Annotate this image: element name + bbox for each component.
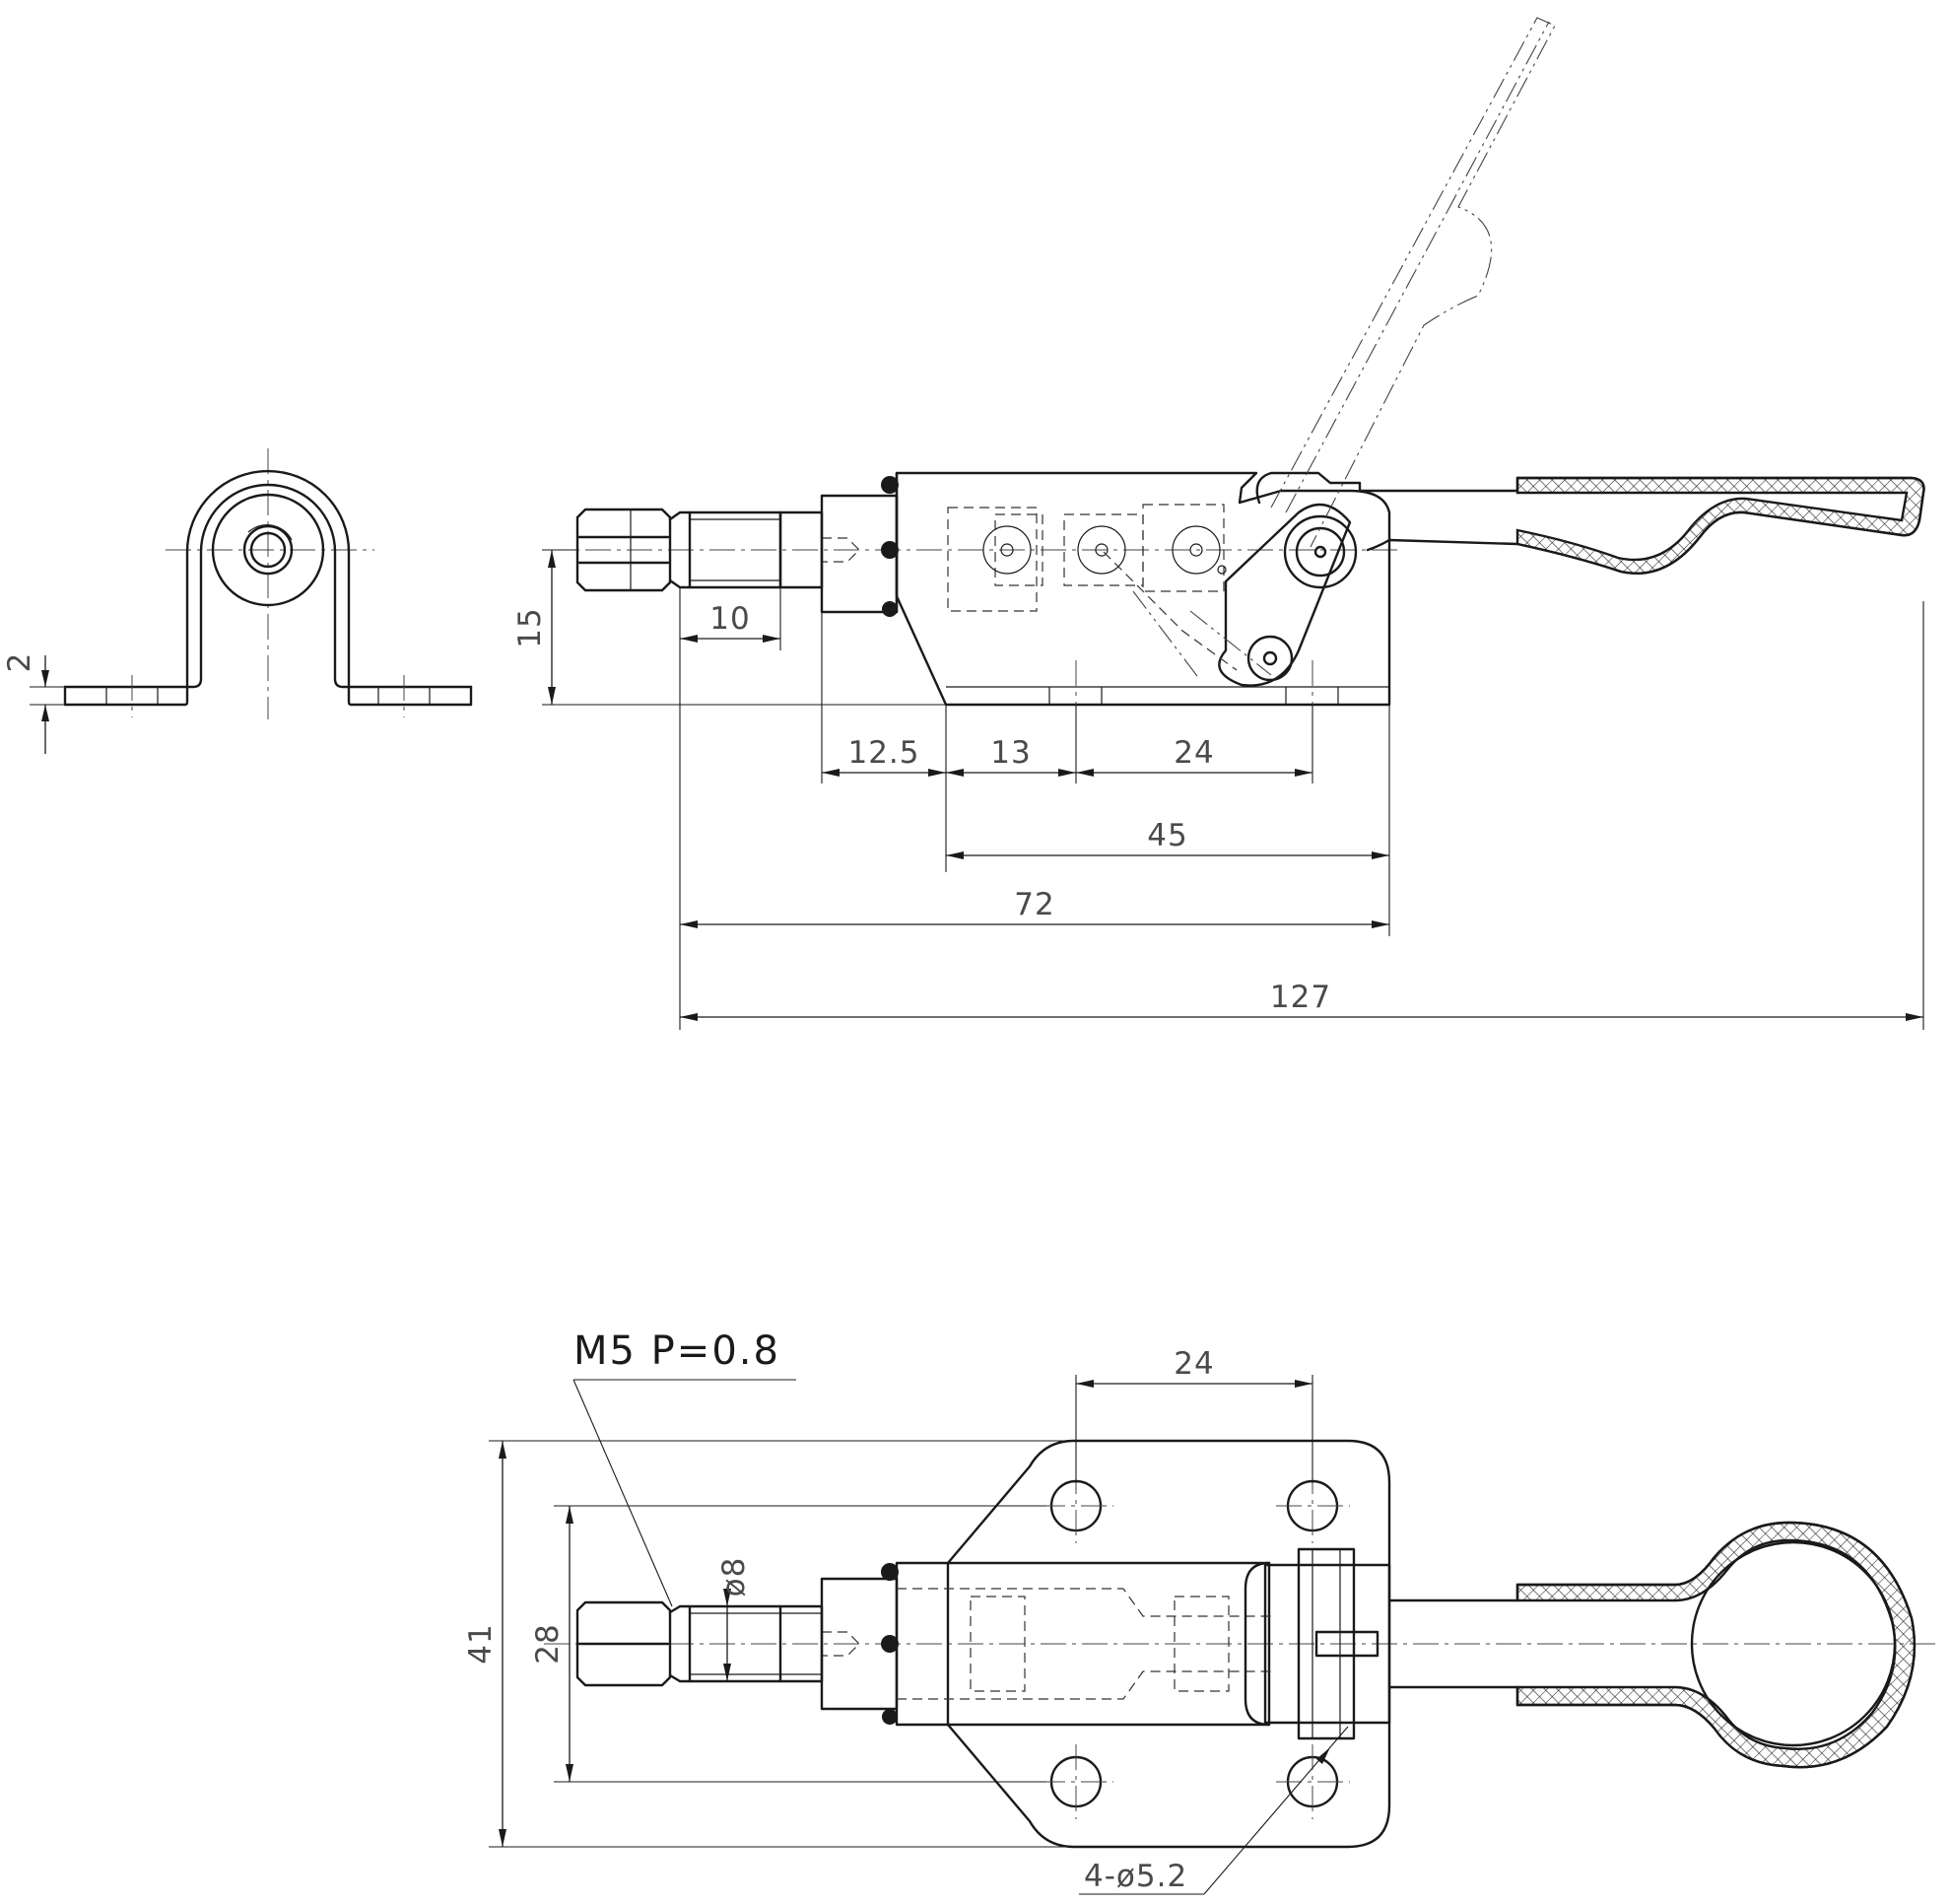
- dim-base-length: 45: [1147, 818, 1187, 853]
- dim-thread-length: 10: [709, 601, 750, 637]
- thread-note: M5 P=0.8: [573, 1328, 780, 1374]
- dim-hole-span: 28: [530, 1623, 566, 1664]
- top-view-dimensions: M5 P=0.8 ø8 24 41 28 4-ø5.2: [463, 1328, 1349, 1895]
- dim-width: 41: [463, 1623, 499, 1664]
- dim-hole-pitch-top: 24: [1174, 1346, 1214, 1382]
- side-view-dimensions: 15 10 12.5 13 24 45 72: [512, 549, 1924, 1030]
- dim-base-offset: 13: [990, 735, 1031, 771]
- end-view: 2: [2, 448, 473, 754]
- top-view: [544, 1439, 1936, 1849]
- dim-spindle-diameter: ø8: [716, 1557, 752, 1598]
- hole-note: 4-ø5.2: [1084, 1859, 1187, 1894]
- side-view: [544, 17, 1925, 729]
- dim-height: 15: [512, 607, 548, 647]
- dim-hole-pitch-side: 24: [1174, 735, 1214, 771]
- dim-sleeve-offset: 12.5: [847, 735, 919, 771]
- dim-overall-length: 127: [1270, 980, 1331, 1015]
- dim-body-length: 72: [1014, 887, 1054, 922]
- dim-thickness: 2: [2, 652, 37, 673]
